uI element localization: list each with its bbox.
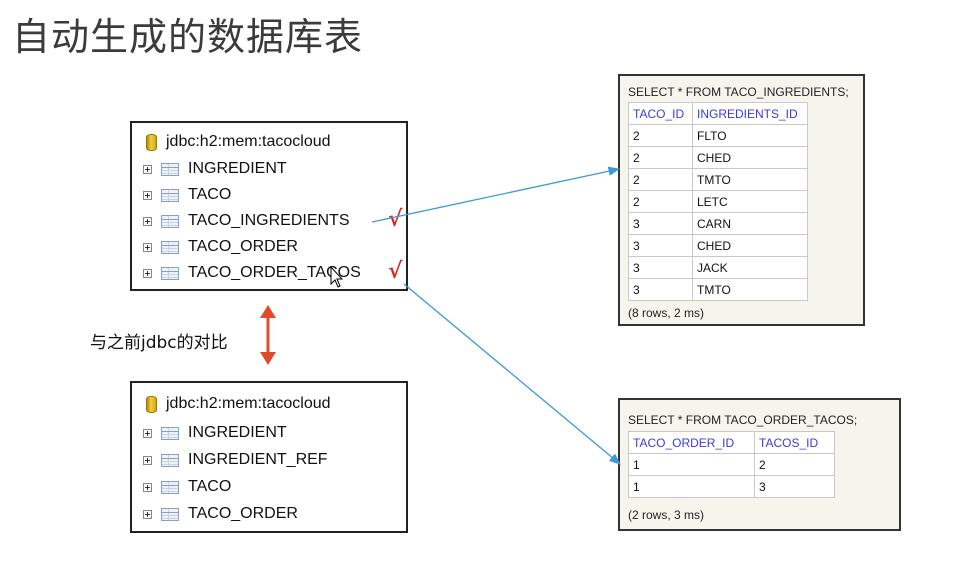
cell: 2	[754, 453, 835, 476]
cell: JACK	[692, 256, 808, 279]
header-row: TACO_ID INGREDIENTS_ID	[628, 102, 808, 125]
expand-icon[interactable]	[143, 242, 152, 252]
expand-icon[interactable]	[143, 509, 152, 519]
arrow-to-taco-ingredients	[371, 166, 621, 223]
query-result-taco-ingredients: SELECT * FROM TACO_INGREDIENTS; TACO_ID …	[618, 74, 865, 326]
table-icon	[161, 426, 179, 440]
sql-query: SELECT * FROM TACO_INGREDIENTS;	[628, 85, 849, 99]
table-name: INGREDIENT	[188, 424, 287, 441]
table-name: TACO_ORDER	[188, 238, 298, 255]
cell: CHED	[692, 234, 808, 257]
result-footer: (8 rows, 2 ms)	[628, 306, 705, 320]
db-tree-auto-generated: jdbc:h2:mem:tacocloud INGREDIENT TACO TA…	[130, 121, 408, 291]
arrow-to-taco-order-tacos	[403, 283, 621, 465]
cell: TMTO	[692, 168, 808, 191]
tree-item-taco[interactable]: TACO	[132, 478, 406, 496]
sql-query: SELECT * FROM TACO_ORDER_TACOS;	[628, 413, 858, 427]
expand-icon[interactable]	[143, 482, 152, 492]
tree-item-taco[interactable]: TACO	[132, 186, 406, 204]
cell: TMTO	[692, 278, 808, 301]
compare-label: 与之前jdbc的对比	[90, 333, 228, 353]
tree-item-taco-order[interactable]: TACO_ORDER	[132, 238, 406, 256]
cell: 2	[628, 190, 693, 213]
database-icon	[146, 395, 157, 413]
cell: 1	[628, 453, 755, 476]
cell: FLTO	[692, 124, 808, 147]
table-icon	[161, 240, 179, 254]
cell: CARN	[692, 212, 808, 235]
table-name: TACO_INGREDIENTS	[188, 212, 350, 229]
cell: 3	[628, 256, 693, 279]
tree-item-taco-order-tacos[interactable]: TACO_ORDER_TACOS	[132, 264, 406, 282]
cell: 2	[628, 168, 693, 191]
database-icon	[146, 133, 157, 151]
column-header[interactable]: TACO_ORDER_ID	[628, 431, 755, 454]
db-node[interactable]: jdbc:h2:mem:tacocloud	[146, 133, 406, 151]
table-name: TACO	[188, 478, 232, 495]
table-name: TACO_ORDER	[188, 505, 298, 522]
column-header[interactable]: TACOS_ID	[754, 431, 835, 454]
expand-icon[interactable]	[143, 216, 152, 226]
expand-icon[interactable]	[143, 164, 152, 174]
cell: 3	[628, 234, 693, 257]
table-icon	[161, 188, 179, 202]
table-name: INGREDIENT_REF	[188, 451, 328, 468]
table-icon	[161, 453, 179, 467]
cell: 2	[628, 124, 693, 147]
tree-item-taco-order[interactable]: TACO_ORDER	[132, 505, 406, 523]
table-icon	[161, 214, 179, 228]
tree-item-taco-ingredients[interactable]: TACO_INGREDIENTS	[132, 212, 406, 230]
check-mark-icon: √	[388, 258, 403, 284]
db-tree-jdbc: jdbc:h2:mem:tacocloud INGREDIENT INGREDI…	[130, 381, 408, 533]
tree-item-ingredient-ref[interactable]: INGREDIENT_REF	[132, 451, 406, 469]
cell: 3	[628, 278, 693, 301]
table-icon	[161, 162, 179, 176]
db-name: jdbc:h2:mem:tacocloud	[166, 133, 331, 150]
cell: LETC	[692, 190, 808, 213]
db-node[interactable]: jdbc:h2:mem:tacocloud	[146, 395, 406, 413]
expand-icon[interactable]	[143, 268, 152, 278]
table-name: TACO	[188, 186, 232, 203]
table-name: TACO_ORDER_TACOS	[188, 264, 361, 281]
slide-title: 自动生成的数据库表	[12, 15, 364, 59]
expand-icon[interactable]	[143, 455, 152, 465]
cell: CHED	[692, 146, 808, 169]
table-icon	[161, 507, 179, 521]
double-arrow-icon	[260, 305, 276, 365]
query-result-taco-order-tacos: SELECT * FROM TACO_ORDER_TACOS; TACO_ORD…	[618, 398, 901, 531]
tree-item-ingredient[interactable]: INGREDIENT	[132, 160, 406, 178]
tree-item-ingredient[interactable]: INGREDIENT	[132, 424, 406, 442]
header-row: TACO_ORDER_ID TACOS_ID	[628, 431, 835, 454]
result-footer: (2 rows, 3 ms)	[628, 508, 705, 522]
expand-icon[interactable]	[143, 190, 152, 200]
cell: 3	[754, 475, 835, 498]
db-name: jdbc:h2:mem:tacocloud	[166, 395, 331, 412]
cell: 2	[628, 146, 693, 169]
table-icon	[161, 480, 179, 494]
cell: 3	[628, 212, 693, 235]
expand-icon[interactable]	[143, 428, 152, 438]
table-name: INGREDIENT	[188, 160, 287, 177]
check-mark-icon: √	[388, 206, 403, 232]
table-icon	[161, 266, 179, 280]
column-header[interactable]: TACO_ID	[628, 102, 693, 125]
cell: 1	[628, 475, 755, 498]
column-header[interactable]: INGREDIENTS_ID	[692, 102, 808, 125]
